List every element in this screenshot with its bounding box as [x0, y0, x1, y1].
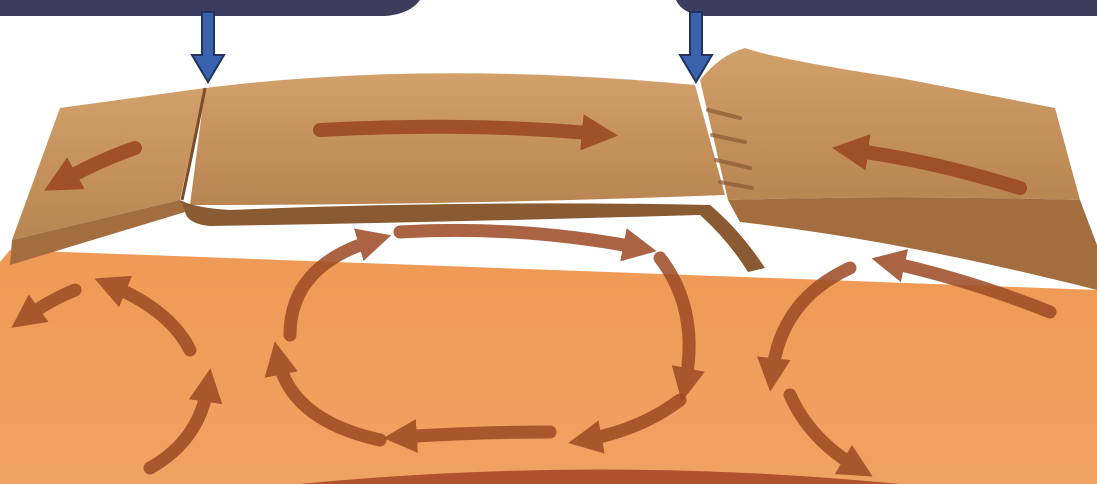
down-arrow-icon [192, 12, 224, 82]
center-cell-arrow-bottom [400, 432, 550, 437]
center-cell-arrow-top [400, 230, 640, 248]
convergent-boundary-marker-arrow [680, 12, 712, 82]
mantle-body [0, 250, 1097, 484]
middle-plate-arrow [320, 127, 600, 134]
header-bars [0, 0, 1097, 16]
boundary-markers [192, 12, 712, 82]
right-plate-side [728, 198, 1097, 291]
divergent-boundary-marker-arrow [192, 12, 224, 82]
right-plate-top [700, 48, 1080, 200]
down-arrow-icon [680, 12, 712, 82]
header-bar-right [676, 0, 1097, 16]
mantle [0, 250, 1097, 484]
middle-plate-top [190, 73, 725, 205]
